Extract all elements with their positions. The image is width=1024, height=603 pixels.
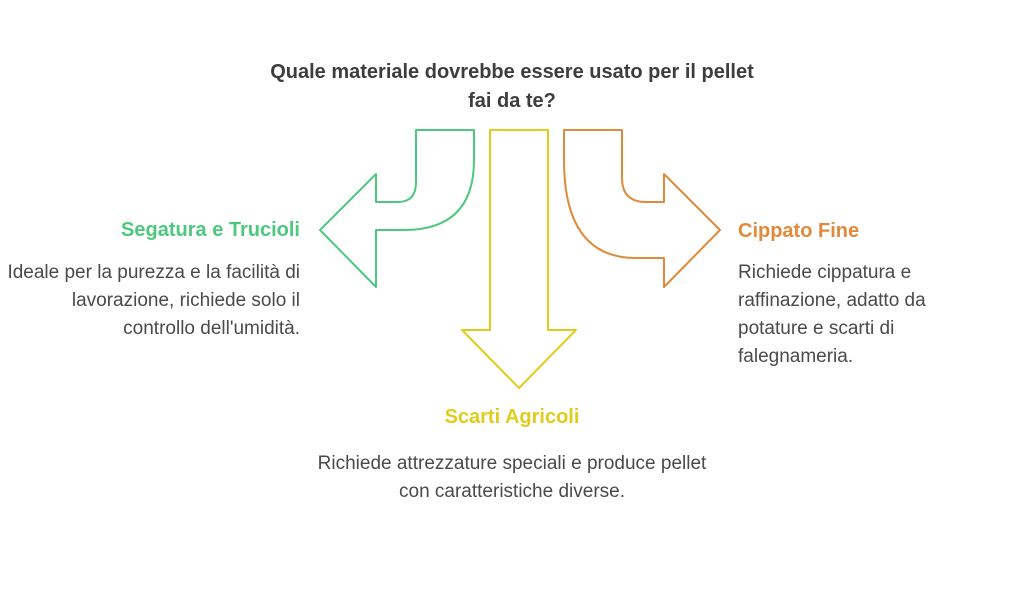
option-desc-segatura: Ideale per la purezza e la facilità di l… xyxy=(7,262,300,339)
option-title-cippato: Cippato Fine xyxy=(738,220,860,242)
option-title-scarti: Scarti Agricoli xyxy=(444,406,580,428)
question-heading: Quale materiale dovrebbe essere usato pe… xyxy=(270,61,754,112)
arrow-right-icon xyxy=(563,129,721,288)
option-desc-scarti: Richiede attrezzature speciali e produce… xyxy=(317,453,707,502)
option-title-segatura: Segatura e Trucioli xyxy=(121,219,300,241)
arrow-down-icon xyxy=(461,129,577,389)
option-desc-cippato: Richiede cippatura e raffinazione, adatt… xyxy=(738,262,926,367)
arrow-left-icon xyxy=(319,129,475,288)
